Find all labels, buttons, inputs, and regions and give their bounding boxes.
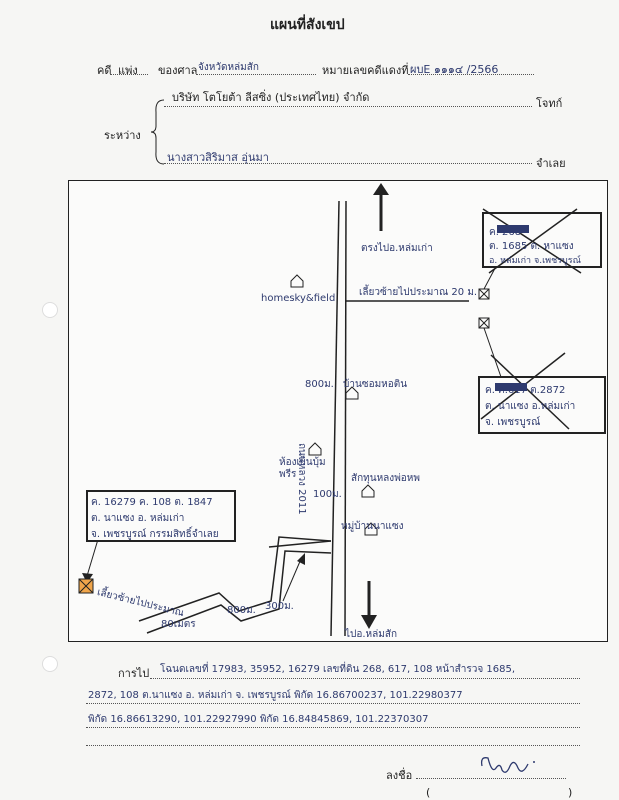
cross-out-marks [480, 208, 582, 430]
north-label: ตรงไปอ.หล่มเก่า [361, 243, 433, 254]
defendant-role: จำเลย [536, 157, 566, 170]
plaintiff-name: บริษัท โตโยต้า ลีสซิ่ง (ประเทศไทย) จำกัด [172, 91, 370, 104]
pointer-300m-head [297, 553, 305, 565]
sketch-map: ตรงไปอ.หล่มเก่า เลี้ยวซ้ายไปประมาณ 20 ม.… [68, 180, 608, 642]
plot-box-top-line-2: ต. 1685 ต. หาแซง [489, 241, 574, 252]
directions-label: การไป [118, 667, 150, 680]
defendant-name: นางสาวสิริมาส อุ่นมา [167, 151, 269, 164]
case-type: แพ่ง [118, 64, 138, 77]
plot-box-top-line-1: ค. 268 [489, 227, 522, 238]
plot-box-left-line-1: ค. 16279 ค. 108 ต. 1847 [91, 497, 213, 508]
redaction-mark [495, 383, 527, 391]
directions-line-3: พิกัด 16.86613290, 101.22927990 พิกัด 16… [88, 714, 429, 725]
house-icon [290, 274, 378, 536]
plot-box-mid-line-2: ต. นาแซง อ.หล่มเก่า [485, 401, 576, 412]
red-case-label: หมายเลขคดีแดงที่ [322, 64, 409, 77]
distance-800m-upper: 800ม. [305, 379, 334, 390]
page-title: แผนที่สังเขป [270, 17, 345, 33]
signature-scribble [480, 757, 535, 773]
landmark-homesky: homesky&field [261, 293, 336, 304]
south-label: ไปอ.หล่มสัก [345, 629, 398, 640]
plot-box-left-line-2: ต. นาแซง อ. หล่มเก่า [91, 513, 185, 524]
signature-close-paren: ) [568, 786, 573, 799]
plot-box-left-line-3: จ. เพชรบูรณ์ กรรมสิทธิ์จำเลย [91, 529, 219, 540]
main-road-left-edge [330, 200, 340, 637]
plot-box-mid-line-3: จ. เพชรบูรณ์ [485, 417, 541, 428]
north-arrow-head [373, 183, 389, 195]
map-drawing [78, 183, 606, 637]
court-value: จังหวัดหล่มสัก [198, 62, 259, 73]
landmark-2: บ้านซอมหอติน [343, 379, 408, 390]
court-label: ของศาล [158, 64, 198, 77]
target-marker-icon [478, 288, 490, 329]
directions-line-2: 2872, 108 ต.นาแซง อ. หล่มเก่า จ. เพชรบูร… [88, 690, 463, 701]
directions-line-1: โฉนดเลขที่ 17983, 35952, 16279 เลขที่ดิน… [160, 664, 516, 675]
signature-label: ลงชื่อ [386, 769, 413, 782]
pointer-300m [282, 558, 302, 602]
landmark-3: ห้องเย็นบุ้มพรีร [279, 457, 326, 480]
pointer-left-box-head [82, 573, 93, 583]
road-junction-left [268, 540, 332, 548]
landmark-4: สักทุนหลงพ่อหพ [351, 473, 420, 484]
distance-100m: 100ม. [313, 489, 342, 500]
plot-box-top-line-3: อ. หล่มเก่า จ.เพชรบูรณ์ [489, 256, 581, 266]
winding-road-edge [146, 550, 332, 634]
connector-mid-box [483, 327, 502, 378]
plot-box-mid-line-1: ค. ค.617 ต.2872 [485, 385, 566, 396]
winding-road [138, 536, 332, 622]
plot-box-left [86, 490, 236, 542]
south-arrow-head [361, 615, 377, 629]
punch-hole-bottom [42, 656, 58, 672]
main-road-right-edge [344, 200, 347, 637]
distance-300m: 300ม. [265, 601, 294, 612]
case-label: คดี [97, 64, 112, 77]
brace-icon [150, 99, 165, 165]
junction-label: เลี้ยวซ้ายไปประมาณ 20 ม. [359, 287, 478, 298]
punch-hole-top [42, 302, 58, 318]
redaction-mark [497, 225, 529, 233]
red-case-value: ผบE ๑๑๑๔ /2566 [410, 63, 499, 76]
distance-800m-lower: 800ม. [227, 605, 256, 616]
signature-open-paren: ( [426, 786, 431, 799]
distance-80m: 80เมตร [161, 619, 196, 630]
landmark-5: หมู่บ้านนาแซง [341, 521, 404, 532]
pointer-left-box [86, 535, 100, 577]
between-label: ระหว่าง [104, 129, 141, 142]
plaintiff-role: โจทก์ [536, 97, 563, 110]
